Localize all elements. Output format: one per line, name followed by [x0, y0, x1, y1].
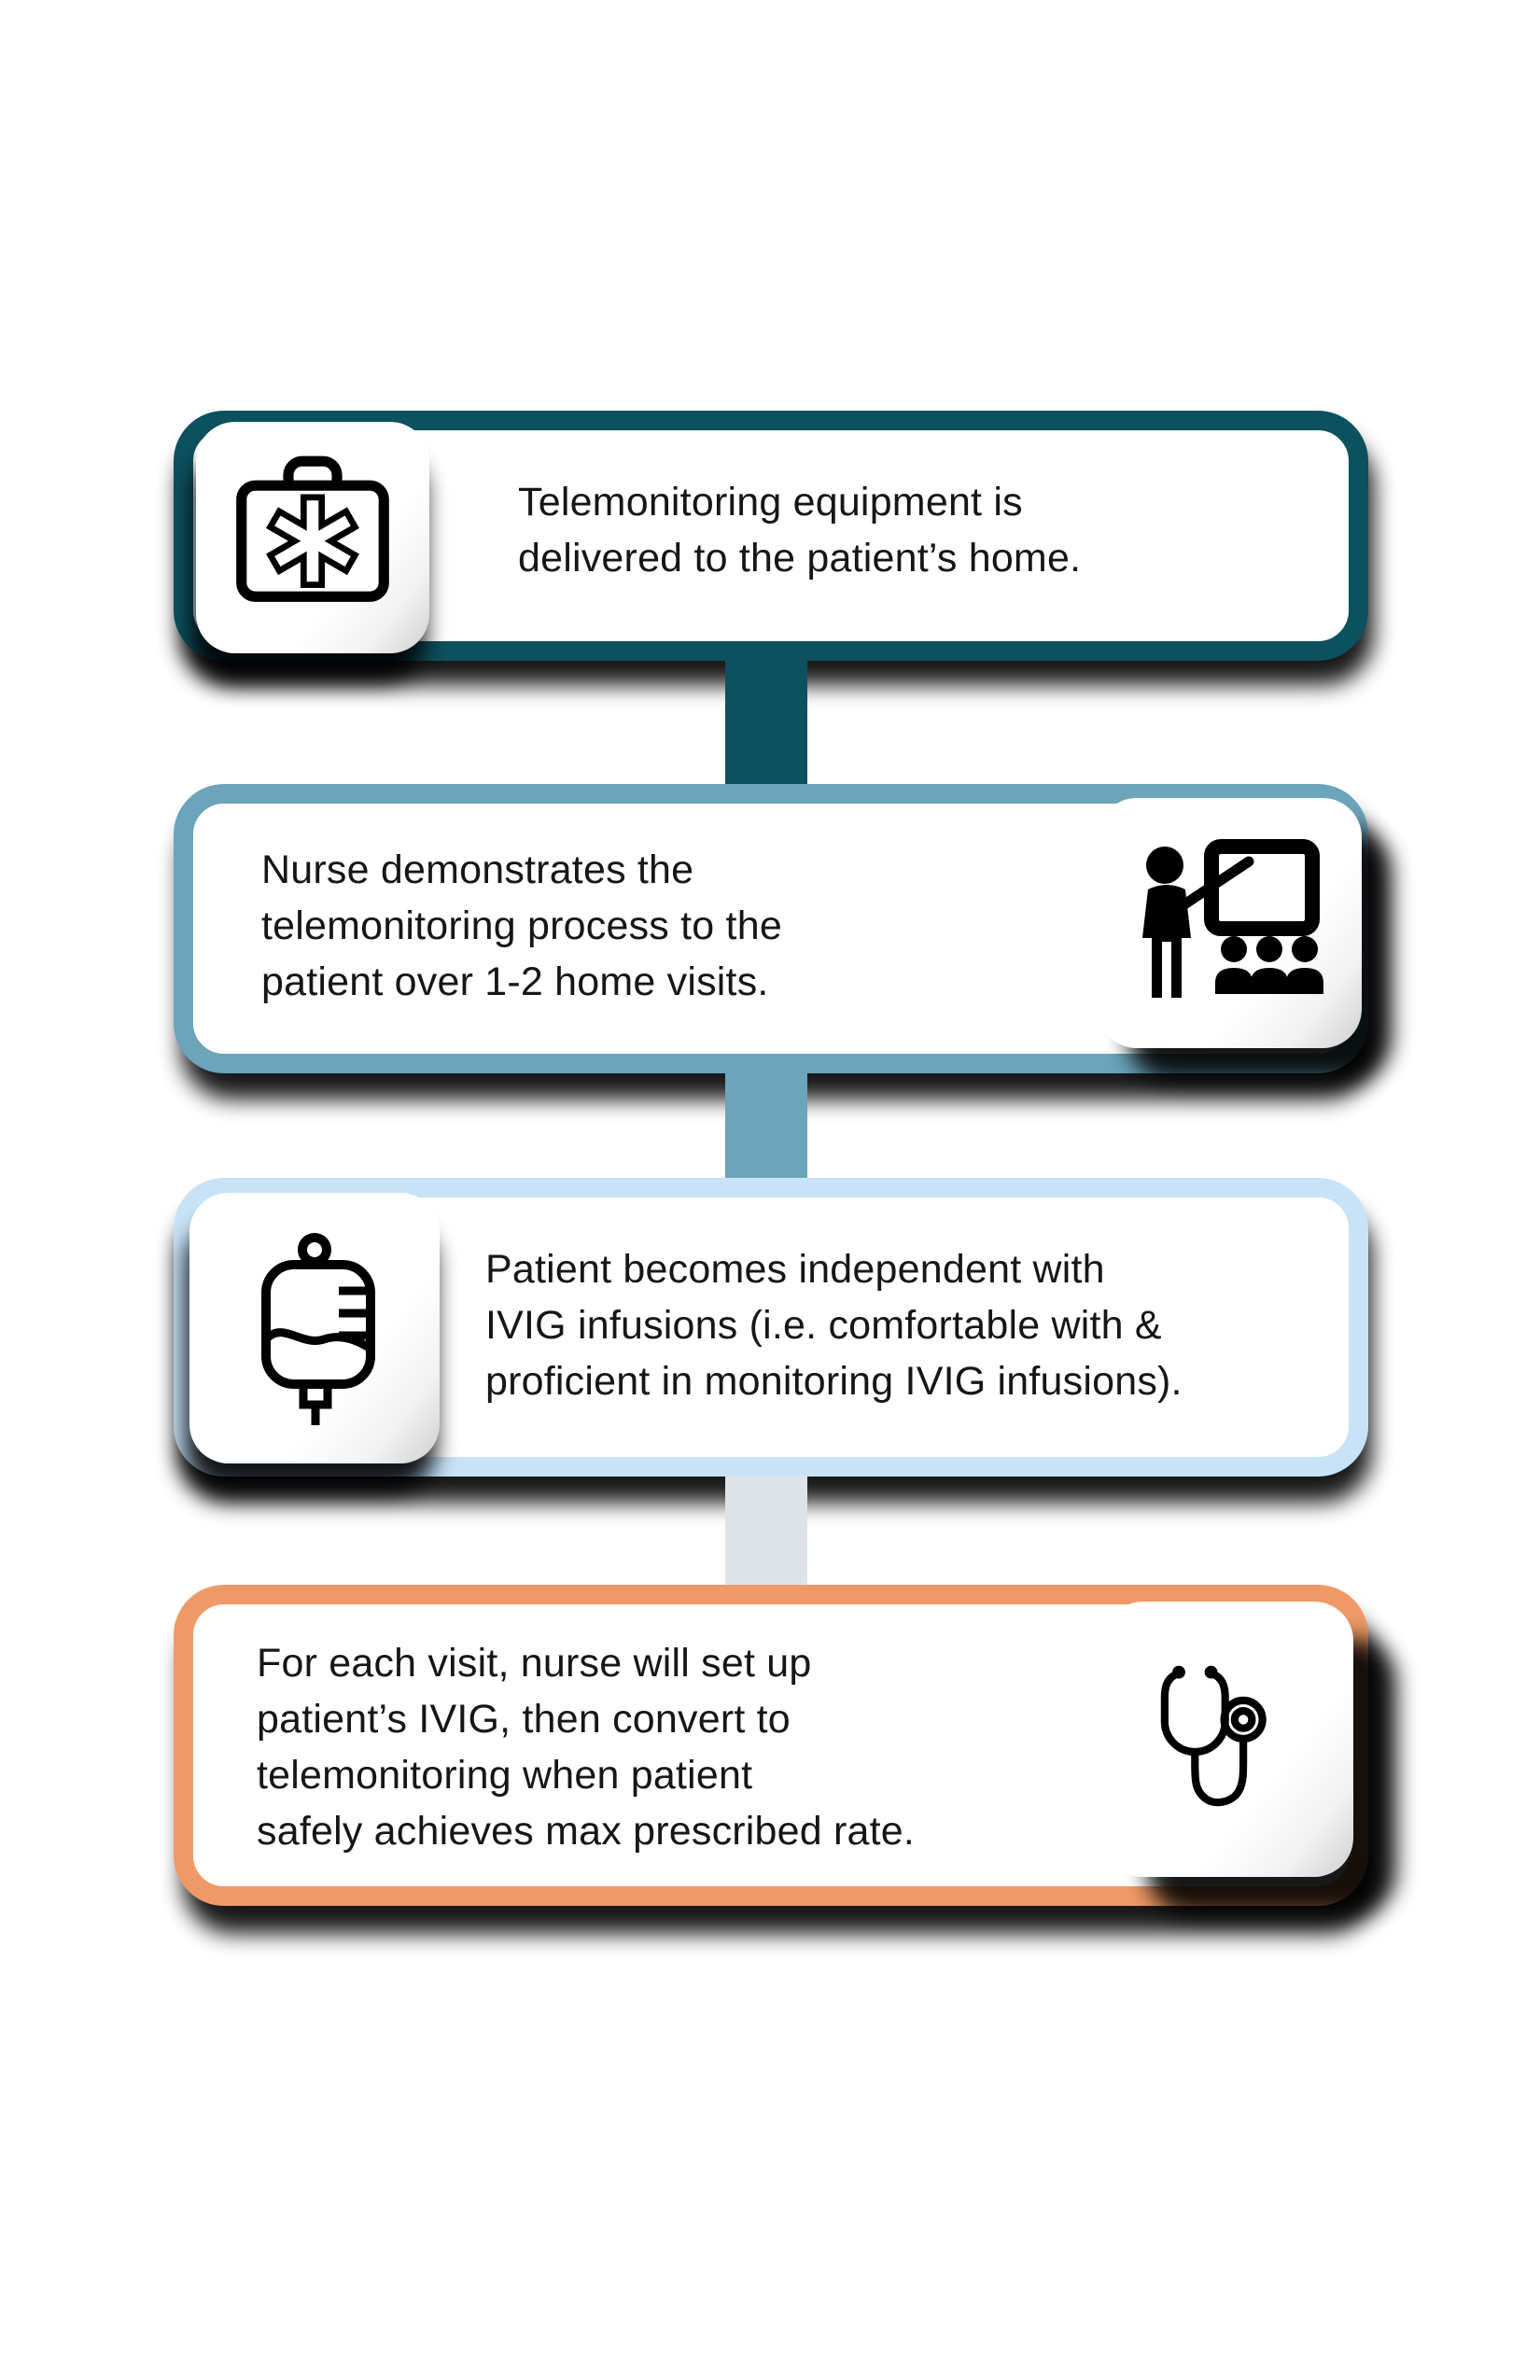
- step-2-icon-card: [1098, 798, 1362, 1048]
- step-2-text: Nurse demonstrates the telemonitoring pr…: [261, 847, 782, 1004]
- iv-bag-icon: [261, 1233, 375, 1425]
- presentation-trainer-icon: [1141, 839, 1323, 998]
- stethoscope-icon: [1160, 1665, 1267, 1806]
- medical-kit-icon: [236, 455, 389, 602]
- step-3-icon-card: [189, 1193, 440, 1463]
- step-4-icon-card: [1104, 1602, 1353, 1877]
- step-1-icon-card: [196, 422, 429, 653]
- step-1-text: Telemonitoring equipment is delivered to…: [518, 480, 1082, 581]
- step-4-text: For each visit, nurse will set up patien…: [257, 1641, 916, 1854]
- step-3-text: Patient becomes independent with IVIG in…: [485, 1247, 1183, 1404]
